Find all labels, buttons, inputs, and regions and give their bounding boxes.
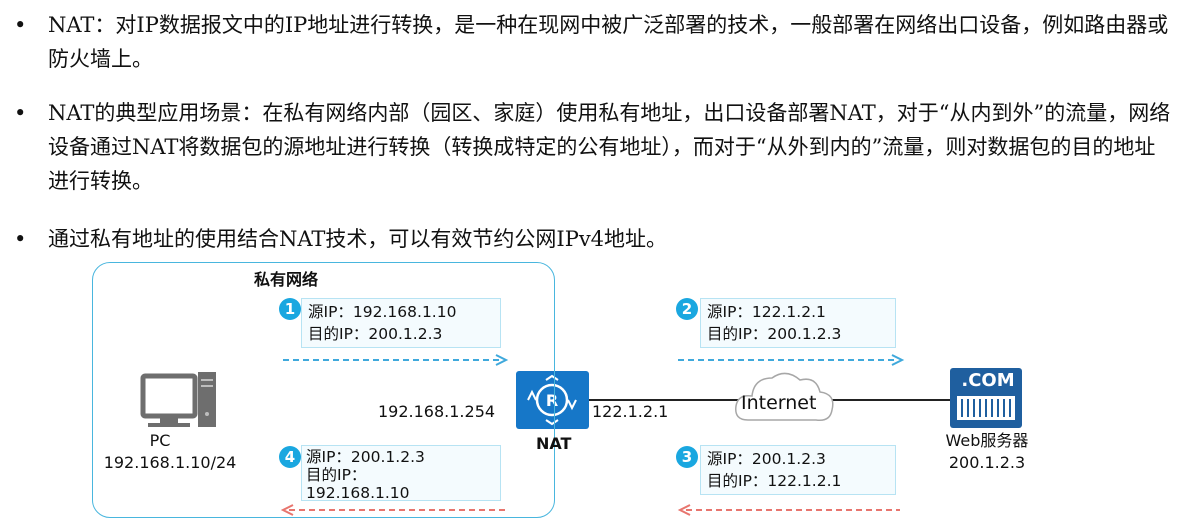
step-badge-3: 3	[676, 446, 698, 468]
bullet-text: NAT的典型应用场景：在私有网络内部（园区、家庭）使用私有地址，出口设备部署NA…	[48, 101, 1171, 193]
router-icon: R	[516, 371, 589, 429]
arrow-step3-return	[677, 504, 900, 516]
pc-icon	[140, 372, 216, 427]
bullet-marker: •	[14, 101, 27, 125]
bullet-marker: •	[14, 227, 27, 251]
private-network-label: 私有网络	[254, 270, 319, 289]
step-badge-4: 4	[279, 446, 301, 468]
arrow-step2-forward	[678, 354, 905, 366]
packet-dst-ip: 目的IP：	[306, 466, 367, 484]
internet-label: Internet	[741, 392, 817, 414]
packet-src-ip: 源IP：122.1.2.1	[707, 303, 826, 321]
svg-text:R: R	[546, 391, 558, 410]
private-network-region	[92, 262, 555, 518]
nat-label: NAT	[536, 434, 572, 453]
web-server-icon	[950, 368, 1022, 428]
bullet-nat-scenario: • NAT的典型应用场景：在私有网络内部（园区、家庭）使用私有地址，出口设备部署…	[14, 96, 1174, 202]
packet-dst-ip-continued: 192.168.1.10	[306, 484, 410, 502]
packet-box-step2: 源IP：122.1.2.1 目的IP：200.1.2.3	[700, 298, 896, 348]
packet-src-ip: 源IP：192.168.1.10	[308, 303, 457, 321]
step-badge-2: 2	[676, 298, 698, 320]
packet-box-step4: 源IP：200.1.2.3 目的IP： 192.168.1.10	[301, 445, 501, 502]
nat-outside-ip: 122.1.2.1	[592, 402, 669, 421]
arrow-step1-forward	[283, 354, 509, 366]
web-server-label: Web服务器	[945, 431, 1029, 450]
arrow-step4-return	[280, 504, 506, 516]
bullet-marker: •	[14, 13, 27, 37]
pc-label: PC	[149, 431, 171, 450]
web-server-ip: 200.1.2.3	[948, 453, 1026, 472]
bullet-text: 通过私有地址的使用结合NAT技术，可以有效节约公网IPv4地址。	[48, 227, 668, 251]
bullet-nat-benefit: • 通过私有地址的使用结合NAT技术，可以有效节约公网IPv4地址。	[14, 222, 1174, 258]
packet-dst-ip: 目的IP：200.1.2.3	[308, 325, 443, 343]
packet-dst-ip: 目的IP：122.1.2.1	[707, 472, 842, 490]
packet-dst-ip: 目的IP：200.1.2.3	[707, 325, 842, 343]
com-badge-text: .COM	[961, 370, 1015, 391]
cloud-icon	[735, 372, 834, 422]
pc-ip: 192.168.1.10/24	[103, 453, 237, 472]
packet-src-ip: 源IP：200.1.2.3	[707, 450, 826, 468]
step-badge-1: 1	[279, 298, 301, 320]
packet-src-ip: 源IP：200.1.2.3	[306, 448, 425, 466]
packet-box-step3: 源IP：200.1.2.3 目的IP：122.1.2.1	[700, 445, 896, 495]
nat-inside-ip: 192.168.1.254	[378, 402, 496, 421]
bullet-nat-definition: • NAT：对IP数据报文中的IP地址进行转换，是一种在现网中被广泛部署的技术，…	[14, 8, 1174, 78]
bullet-text: NAT：对IP数据报文中的IP地址进行转换，是一种在现网中被广泛部署的技术，一般…	[48, 13, 1169, 71]
packet-box-step1: 源IP：192.168.1.10 目的IP：200.1.2.3	[301, 298, 501, 348]
